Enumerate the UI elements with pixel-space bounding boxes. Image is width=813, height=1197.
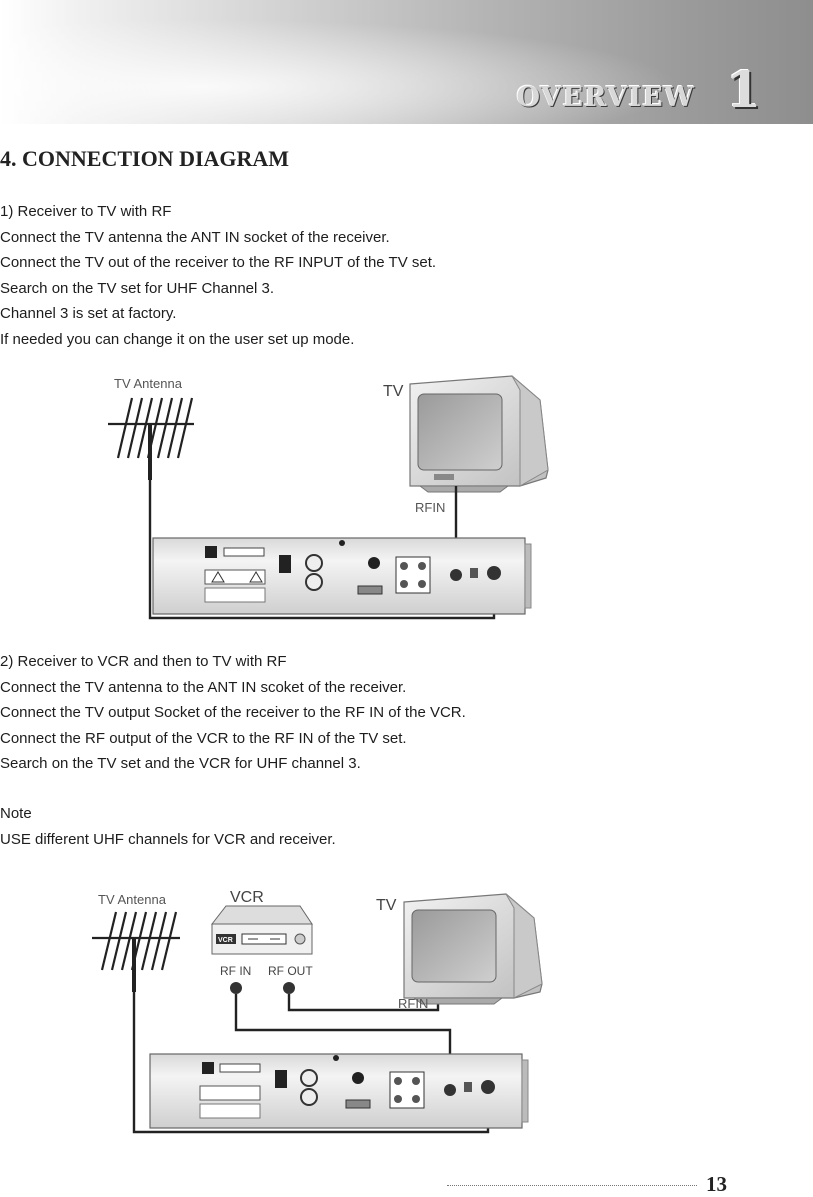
part1-line: Connect the TV out of the receiver to th… [0,254,437,271]
antenna-label: TV Antenna [114,376,183,391]
rfin-label: RFIN [415,500,445,515]
receiver-back-panel [149,1053,529,1129]
part2-line: Connect the TV antenna to the ANT IN sco… [0,678,407,696]
part2-line: Connect the RF output of the VCR to the … [0,729,407,747]
vcr-rf-in-socket [230,982,242,994]
part2-heading: 2) Receiver to VCR and then to TV with R… [0,653,287,670]
vcr-icon [210,905,313,955]
part2-instructions: 2) Receiver to VCR and then to TV with R… [0,649,790,777]
chapter-number: 1 [726,60,761,119]
footer-dotted-rule [447,1185,697,1186]
section-title: 4. CONNECTION DIAGRAM [0,146,290,171]
tv-antenna-icon [108,397,194,480]
note-block: Note USE different UHF channels for VCR … [0,801,790,852]
part1-line: If needed you can change it on the user … [0,330,355,348]
part1-line: Search on the TV set for UHF Channel 3. [0,279,275,297]
part1-line: Channel 3 is set at factory. [0,305,177,322]
tv-label: TV [383,383,404,400]
header-banner: OVERVIEW 1 [0,0,813,124]
note-heading: Note [0,805,32,822]
vcr-label: VCR [230,889,264,906]
page-number: 13 [706,1172,727,1196]
rfin-label: RFIN [398,996,428,1011]
vcr-rf-out-label: RF OUT [268,964,313,978]
part1-heading: 1) Receiver to TV with RF [0,203,172,220]
television-icon [409,375,549,493]
part2-line: Search on the TV set and the VCR for UHF… [0,755,361,772]
vcr-rf-out-socket [283,982,295,994]
antenna-label: TV Antenna [98,892,167,907]
chapter-title: OVERVIEW [516,82,695,113]
tv-label: TV [376,897,397,914]
receiver-back-panel [152,537,532,615]
television-icon [403,893,543,1005]
part1-instructions: 1) Receiver to TV with RF Connect the TV… [0,199,790,352]
vcr-rf-in-label: RF IN [220,964,251,978]
tv-antenna-icon [92,911,180,992]
note-text: USE different UHF channels for VCR and r… [0,830,336,848]
vcr-badge: VCR [218,937,233,944]
diagram-receiver-vcr-tv: TV Antenna VCR VCR RF IN RF OUT TV RFIN [92,889,543,1134]
part2-line: Connect the TV output Socket of the rece… [0,704,466,721]
diagram-receiver-to-tv: TV Antenna TV RFIN [108,375,549,620]
part1-line: Connect the TV antenna the ANT IN socket… [0,228,390,246]
